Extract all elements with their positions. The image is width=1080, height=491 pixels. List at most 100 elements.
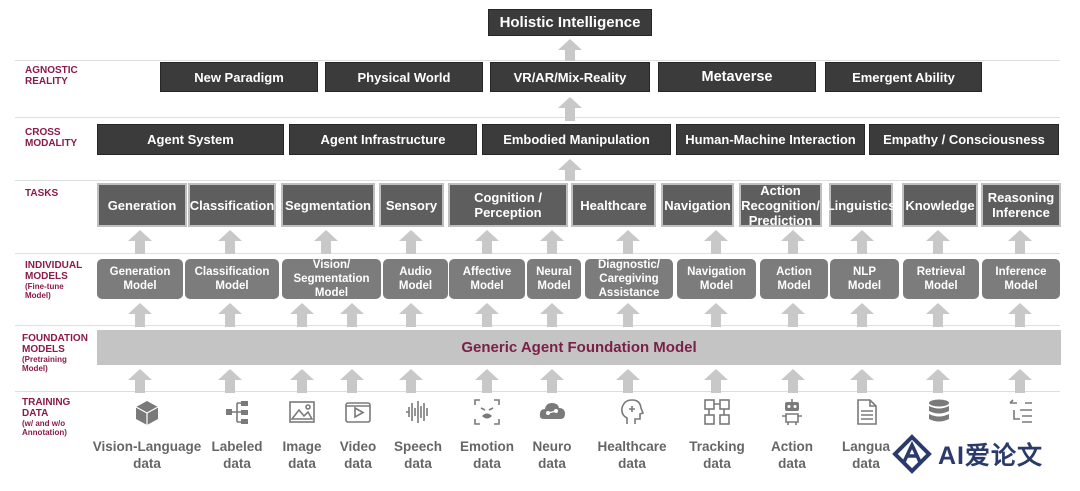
model-label-line: Affective (462, 266, 512, 278)
separator (15, 117, 1060, 118)
training-data-label: Labeled data (182, 438, 292, 472)
task-label-line: Reasoning (987, 190, 1055, 205)
training-data-label-line: Image (282, 439, 322, 454)
training-data-label-line: Vision-Language (92, 439, 202, 454)
row-label-sub: (Fine-tune (25, 282, 64, 291)
waveform-icon (406, 401, 428, 423)
row-label-line: TRAINING (22, 397, 71, 408)
training-data-label-line: data (538, 456, 566, 471)
task-label-line: Navigation (664, 197, 731, 213)
video-icon (345, 402, 371, 423)
cross-box-empathy: Empathy / Consciousness (869, 124, 1059, 155)
task-box: Segmentation (281, 183, 375, 227)
task-box: Cognition /Perception (448, 183, 568, 227)
training-data-label-line: data (618, 456, 646, 471)
up-arrow-icon (926, 303, 950, 327)
task-label-line: Perception (474, 205, 542, 220)
training-data-label-line: data (223, 456, 251, 471)
up-arrow-icon (704, 369, 728, 393)
cross-box-human-machine: Human-Machine Interaction (676, 124, 865, 155)
task-box: Navigation (661, 183, 734, 227)
training-data-label-line: Langua (841, 439, 890, 454)
up-arrow-icon (540, 303, 564, 327)
task-box: Knowledge (902, 183, 978, 227)
model-label-line: Model (847, 280, 882, 292)
up-arrow-icon (399, 303, 423, 327)
foundation-model-bar: Generic Agent Foundation Model (97, 330, 1061, 365)
emotion-icon (474, 399, 500, 425)
up-arrow-icon (475, 303, 499, 327)
training-data-label-line: Tracking (689, 439, 745, 454)
up-arrow-icon (781, 369, 805, 393)
model-label-line: Diagnostic/ (598, 259, 660, 271)
database-icon (929, 399, 949, 422)
row-label-foundation-models: FOUNDATION MODELS (Pretraining Model) (22, 333, 88, 373)
row-label-line: INDIVIDUAL (25, 260, 83, 271)
model-label-line: Generation (109, 266, 171, 278)
separator (15, 253, 1060, 254)
row-label-sub: Model) (22, 364, 48, 373)
agnostic-box-emergent-ability: Emergent Ability (825, 62, 982, 92)
task-label: Segmentation (285, 198, 371, 213)
training-data-label-line: data (852, 456, 880, 471)
up-arrow-icon (314, 230, 338, 254)
row-label-tasks: TASKS (25, 188, 58, 199)
training-data-label-line: Labeled (211, 439, 263, 454)
up-arrow-icon (340, 303, 364, 327)
training-data-label: Action data (737, 438, 847, 472)
training-data-label-line: data (473, 456, 501, 471)
up-arrow-icon (399, 369, 423, 393)
model-label-line: Model (314, 287, 349, 299)
row-label-line: CROSS (25, 127, 61, 138)
task-label: Classification (190, 198, 275, 213)
training-data-label-line: Emotion (460, 439, 514, 454)
task-label-line: Generation (107, 197, 177, 213)
up-arrow-icon (558, 97, 582, 121)
up-arrow-icon (616, 230, 640, 254)
separator (15, 60, 1060, 61)
model-label-line: Neural (536, 266, 572, 278)
task-label-line: Recognition/ (741, 197, 820, 213)
cross-box-agent-system: Agent System (97, 124, 284, 155)
agnostic-box-physical-world: Physical World (325, 62, 483, 92)
task-box: Linguistics (827, 183, 895, 227)
task-label: Navigation (664, 198, 730, 213)
training-data-label-line: Action (771, 439, 813, 454)
task-label: Knowledge (905, 198, 974, 213)
row-label-line: TASKS (25, 188, 59, 199)
list-icon (1009, 399, 1032, 423)
model-label-line: Model (1004, 280, 1038, 292)
row-label-line: MODALITY (25, 138, 78, 149)
document-icon (857, 399, 877, 425)
up-arrow-icon (850, 230, 874, 254)
training-data-label-line: data (778, 456, 806, 471)
model-label-line: Model (470, 280, 504, 292)
up-arrow-icon (558, 39, 582, 61)
training-data-label-line: Video (339, 439, 377, 454)
up-arrow-icon (399, 230, 423, 254)
row-label-line: MODELS (22, 344, 65, 355)
row-label-line: FOUNDATION (22, 333, 88, 344)
cube-cluster-icon (135, 401, 159, 425)
training-data-label-line: data (404, 456, 432, 471)
training-data-label-line: data (288, 456, 316, 471)
up-arrow-icon (704, 230, 728, 254)
up-arrow-icon (218, 303, 242, 327)
healthcare-head-icon (621, 399, 645, 424)
model-label-line: Classification (194, 266, 270, 278)
